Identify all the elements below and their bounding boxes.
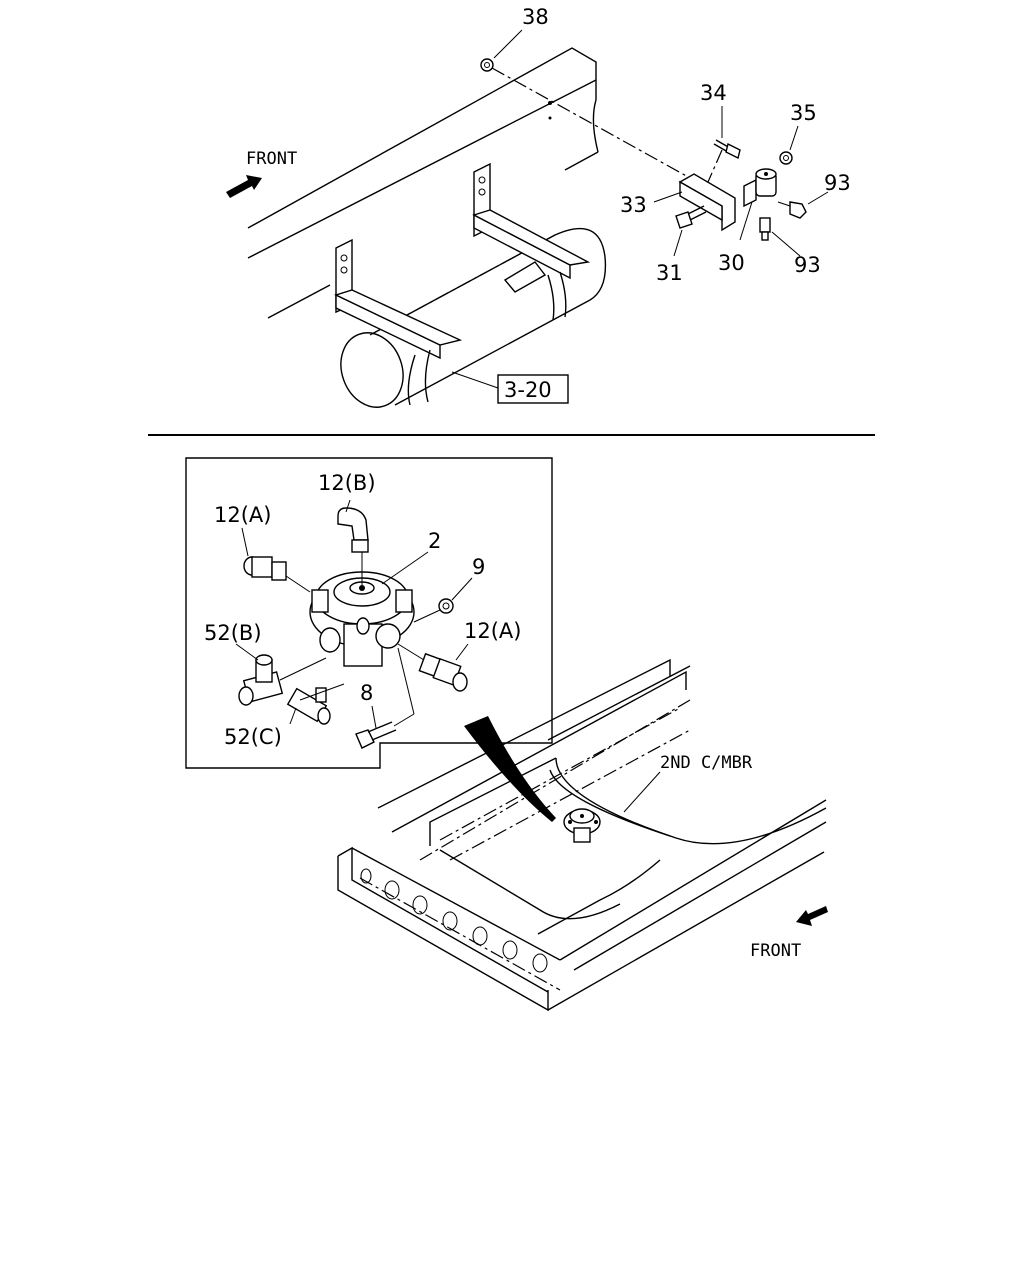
valve-on-member <box>563 808 601 843</box>
front-label-bottom: FRONT <box>750 941 801 961</box>
nipple-fitting-12a-right: 12(A) <box>397 619 521 692</box>
nut-9: 9 <box>413 555 485 623</box>
bolt-31: 31 <box>656 205 707 285</box>
valve-body-2: 2 <box>309 529 441 667</box>
callout-93-upper: 93 <box>824 171 851 195</box>
front-label-top: FRONT <box>246 149 297 169</box>
valve-30: 30 <box>718 168 777 275</box>
callout-9: 9 <box>472 555 485 579</box>
callout-52c: 52(C) <box>224 725 282 749</box>
callout-30: 30 <box>718 251 745 275</box>
tee-fitting-52b: 52(B) <box>204 621 327 706</box>
bolt-8: 8 <box>355 647 415 749</box>
tank-bracket-left <box>334 238 463 406</box>
crossmember <box>429 707 827 935</box>
nut-35: 35 <box>779 101 817 165</box>
bolt-34: 34 <box>700 81 741 160</box>
callout-38: 38 <box>522 5 549 29</box>
callout-33: 33 <box>620 193 647 217</box>
callout-2: 2 <box>428 529 441 553</box>
callout-31: 31 <box>656 261 683 285</box>
detail-pointer <box>464 716 556 822</box>
member-callout: 2ND C/MBR <box>623 753 753 813</box>
bracket-33: 33 <box>620 173 736 232</box>
front-arrow-top: FRONT <box>226 149 297 198</box>
callout-52b: 52(B) <box>204 621 262 645</box>
callout-8: 8 <box>360 681 373 705</box>
reference-box: 3-20 <box>451 371 569 404</box>
frame-rail <box>247 47 599 319</box>
detail-view: 12(B) 12(A) 2 <box>185 457 553 769</box>
frame-view: 2ND C/MBR FRONT <box>337 658 828 1012</box>
fitting-93-upper: 93 <box>777 171 851 219</box>
top-view: FRONT 38 33 34 <box>226 5 851 408</box>
nipple-fitting-12a-left: 12(A) <box>214 503 311 593</box>
nut-38: 38 <box>480 5 549 72</box>
tank-bracket-right <box>472 162 591 321</box>
reference-3-20: 3-20 <box>504 378 552 402</box>
member-label: 2ND C/MBR <box>660 753 753 773</box>
front-arrow-bottom: FRONT <box>750 906 828 961</box>
callout-12b: 12(B) <box>318 471 376 495</box>
tee-fitting-52c: 52(C) <box>224 683 345 749</box>
near-rail <box>337 799 827 1012</box>
callout-93-lower: 93 <box>794 253 821 277</box>
callout-12a-left: 12(A) <box>214 503 271 527</box>
elbow-fitting-12b: 12(B) <box>318 471 376 553</box>
callout-35: 35 <box>790 101 817 125</box>
callout-34: 34 <box>700 81 727 105</box>
callout-12a-right: 12(A) <box>464 619 521 643</box>
fitting-93-lower: 93 <box>759 217 821 277</box>
